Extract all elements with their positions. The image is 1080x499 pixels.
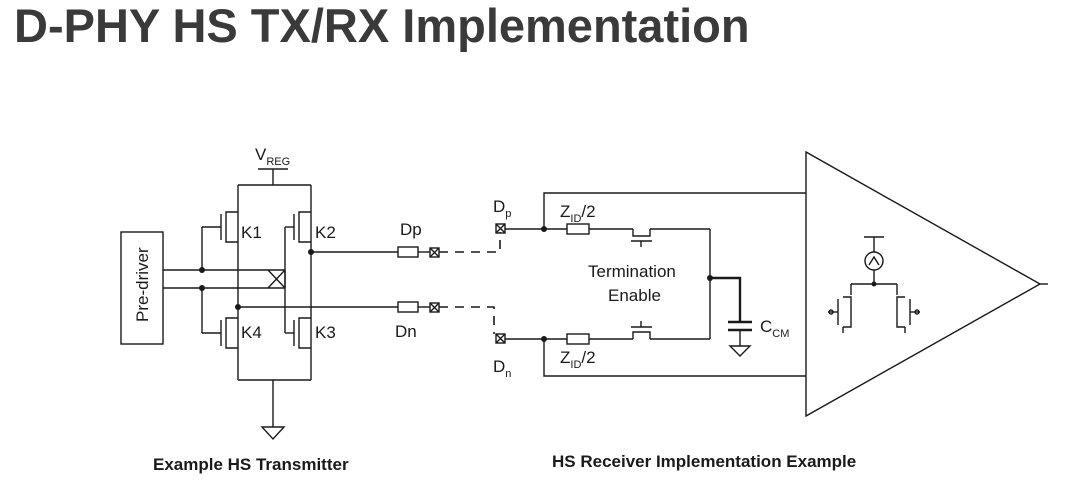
dp-label: Dp [400, 220, 422, 239]
gate-cross-b [267, 269, 286, 289]
zid-label-n: ZID/2 [560, 348, 596, 371]
ccm-ground [728, 345, 752, 357]
transistor-k3 [284, 270, 311, 349]
zid-resistor-n [566, 333, 590, 345]
rx-pin-n-label: Dn [493, 357, 511, 380]
rx-input-n [543, 339, 806, 377]
rx-input-p [543, 192, 806, 229]
rx-amplifier [805, 150, 1042, 418]
k1-label: K1 [241, 223, 262, 242]
dp-resistor [397, 246, 419, 258]
receiver-caption: HS Receiver Implementation Example [552, 452, 856, 471]
ground-symbol [260, 426, 286, 441]
channel-p [439, 232, 501, 253]
term-switch-p [632, 229, 651, 237]
transistor-k2 [284, 211, 311, 288]
hs-receiver: Dp Dn ZID/2 ZID/2 Termination Enable [493, 150, 1048, 471]
termination-label-2: Enable [608, 286, 661, 305]
transistor-k1 [201, 211, 238, 270]
slide-title: D-PHY HS TX/RX Implementation [14, 0, 750, 52]
dn-label: Dn [395, 322, 417, 341]
cm-wire [710, 276, 742, 322]
term-switch-n [632, 331, 651, 339]
termination-label-1: Termination [588, 262, 676, 281]
vreg-label: VREG [255, 145, 290, 168]
k3-label: K3 [315, 323, 336, 342]
rx-pin-p-label: Dp [493, 197, 511, 220]
k2-label: K2 [315, 223, 336, 242]
predriver-label: Pre-driver [133, 247, 152, 322]
k4-label: K4 [241, 323, 262, 342]
zid-resistor-p [566, 223, 590, 235]
transistor-k4 [201, 288, 238, 349]
gate-node-b [199, 285, 205, 291]
hs-transmitter: VREG [120, 145, 440, 474]
current-source-icon [864, 251, 884, 271]
transmitter-caption: Example HS Transmitter [153, 455, 349, 474]
ccm-label: CCM [760, 317, 789, 340]
transmission-channel [439, 232, 501, 334]
zid-label-p: ZID/2 [560, 202, 596, 225]
channel-n [439, 306, 495, 334]
gate-node-a [199, 267, 205, 273]
rx-diff-pair [828, 236, 920, 333]
dn-resistor [397, 301, 419, 313]
